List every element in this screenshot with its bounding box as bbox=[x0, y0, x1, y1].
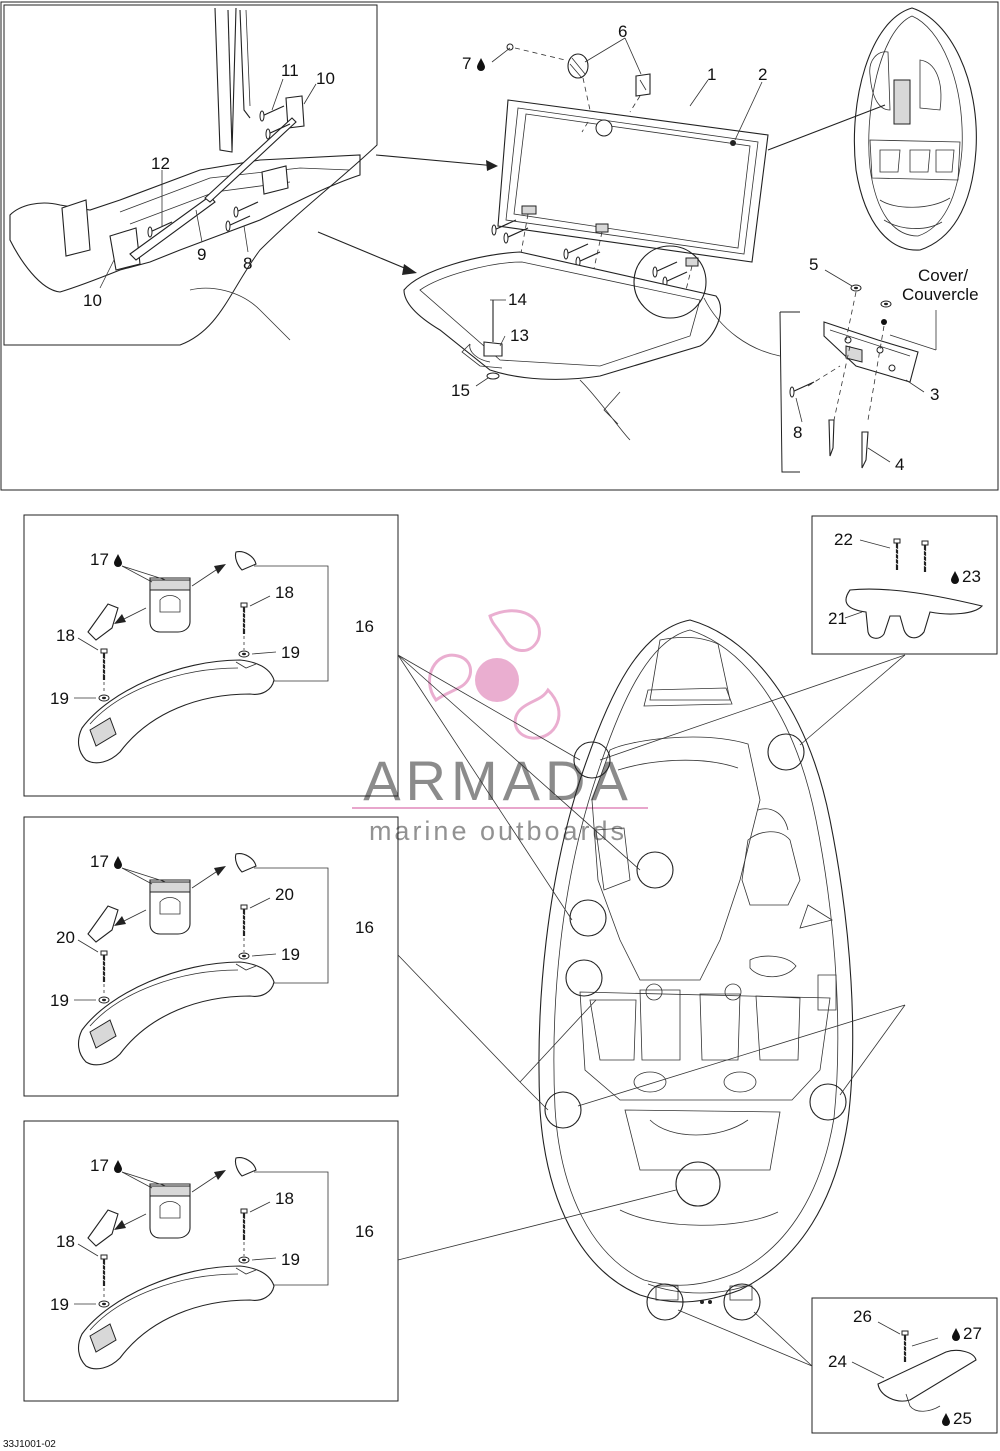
callout-18-box1-left: 18 bbox=[56, 626, 75, 645]
callout-19-box3-left: 19 bbox=[50, 1295, 69, 1314]
callout-1: 1 bbox=[707, 65, 716, 84]
callout-3: 3 bbox=[930, 385, 939, 404]
callout-12: 12 bbox=[151, 154, 170, 173]
drop-icon bbox=[952, 1328, 960, 1341]
hull-top-view bbox=[767, 7, 977, 251]
callout-11: 11 bbox=[281, 61, 299, 80]
hull-leaders bbox=[397, 654, 906, 1367]
callout-16-box3: 16 bbox=[355, 1222, 374, 1241]
drop-icon bbox=[114, 856, 122, 869]
bumper-assembly bbox=[74, 551, 277, 764]
callout-9: 9 bbox=[197, 245, 206, 264]
callout-26: 26 bbox=[853, 1307, 872, 1326]
callout-14: 14 bbox=[508, 290, 527, 309]
storage-cover bbox=[491, 99, 769, 331]
callout-24: 24 bbox=[828, 1352, 847, 1371]
hinge-detail-inset bbox=[3, 4, 378, 346]
watermark-brand: ARMADA bbox=[363, 749, 633, 812]
top-leaders bbox=[99, 37, 925, 463]
callout-19-box1-right: 19 bbox=[281, 643, 300, 662]
callout-27: 27 bbox=[963, 1324, 982, 1343]
inset-arrows bbox=[317, 154, 498, 275]
cleat-detail bbox=[811, 515, 998, 655]
hull-main-view bbox=[538, 619, 854, 1321]
callout-18-box3-right: 18 bbox=[275, 1189, 294, 1208]
bumper-box-2 bbox=[23, 816, 399, 1097]
cover-label-fr: Couvercle bbox=[902, 285, 979, 304]
callout-2: 2 bbox=[758, 65, 767, 84]
callout-18-box3-left: 18 bbox=[56, 1232, 75, 1251]
callout-10-top: 10 bbox=[316, 69, 335, 88]
callout-7: 7 bbox=[462, 54, 471, 73]
callout-labels: 1 2 3 4 5 6 7 8 8 9 10 10 11 12 13 14 15… bbox=[3, 22, 982, 1450]
drop-icon bbox=[942, 1413, 950, 1426]
drop-icon bbox=[114, 1160, 122, 1173]
callout-17-box1: 17 bbox=[90, 550, 109, 569]
callout-6: 6 bbox=[618, 22, 627, 41]
callout-22: 22 bbox=[834, 530, 853, 549]
callout-10-bottom: 10 bbox=[83, 291, 102, 310]
top-frame bbox=[0, 1, 999, 491]
bracket-detail bbox=[633, 245, 937, 473]
drawing-code: 33J1001-02 bbox=[3, 1439, 56, 1450]
callout-19-box2-right: 19 bbox=[281, 945, 300, 964]
bumper-parts bbox=[74, 551, 277, 1370]
drop-icon bbox=[114, 554, 122, 567]
bumper-box-3 bbox=[23, 1120, 399, 1402]
callout-16-box1: 16 bbox=[355, 617, 374, 636]
armada-logo bbox=[428, 609, 561, 740]
callout-21: 21 bbox=[828, 609, 847, 628]
callout-23: 23 bbox=[962, 567, 981, 586]
callout-16-box2: 16 bbox=[355, 918, 374, 937]
callout-17-box2: 17 bbox=[90, 852, 109, 871]
callout-20-right: 20 bbox=[275, 885, 294, 904]
bumper-box-1 bbox=[23, 514, 399, 797]
bumper-assembly bbox=[74, 1157, 277, 1370]
callout-20-left: 20 bbox=[56, 928, 75, 947]
cover-label-en: Cover/ bbox=[918, 266, 968, 285]
bumper-assembly bbox=[74, 853, 277, 1066]
drop-icon bbox=[477, 58, 485, 71]
watermark-tagline: marine outboards bbox=[369, 816, 627, 846]
drop-icon bbox=[951, 571, 959, 584]
storage-tub bbox=[403, 251, 721, 441]
callout-5: 5 bbox=[809, 255, 818, 274]
callout-4: 4 bbox=[895, 455, 904, 474]
callout-17-box3: 17 bbox=[90, 1156, 109, 1175]
callout-19-box3-right: 19 bbox=[281, 1250, 300, 1269]
callout-8-inset: 8 bbox=[243, 254, 252, 273]
callout-25: 25 bbox=[953, 1409, 972, 1428]
callout-15: 15 bbox=[451, 381, 470, 400]
callout-19-box1-left: 19 bbox=[50, 689, 69, 708]
callout-18-box1-right: 18 bbox=[275, 583, 294, 602]
callout-13: 13 bbox=[510, 326, 529, 345]
callout-8-bracket: 8 bbox=[793, 423, 802, 442]
callout-19-box2-left: 19 bbox=[50, 991, 69, 1010]
cover-knobs bbox=[506, 43, 651, 113]
